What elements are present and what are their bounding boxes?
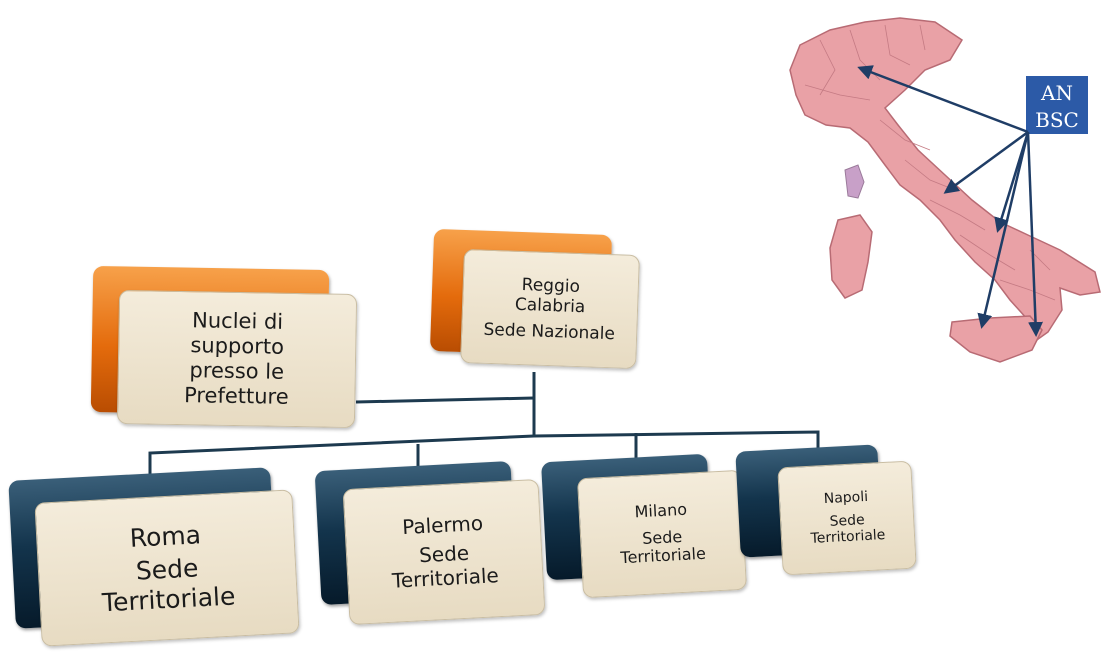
province-borders xyxy=(804,24,1056,301)
sicily-shape xyxy=(949,315,1043,363)
anbsc-logo-line1: AN xyxy=(1040,81,1073,105)
anbsc-logo xyxy=(1026,76,1088,134)
arrow-to-reggio xyxy=(1026,131,1044,337)
anbsc-logo-line2: BSC xyxy=(1035,108,1079,132)
sardinia-shape xyxy=(829,214,873,299)
arrow-to-roma xyxy=(943,130,1029,194)
connector-support xyxy=(355,396,535,404)
anbsc-arrows xyxy=(857,65,1044,337)
arrow-to-palermo xyxy=(977,131,1030,329)
corsica-shape xyxy=(844,164,865,199)
connector-bus xyxy=(148,430,820,490)
arrow-to-milano xyxy=(857,65,1029,134)
italy-mainland-shape xyxy=(789,17,1101,344)
